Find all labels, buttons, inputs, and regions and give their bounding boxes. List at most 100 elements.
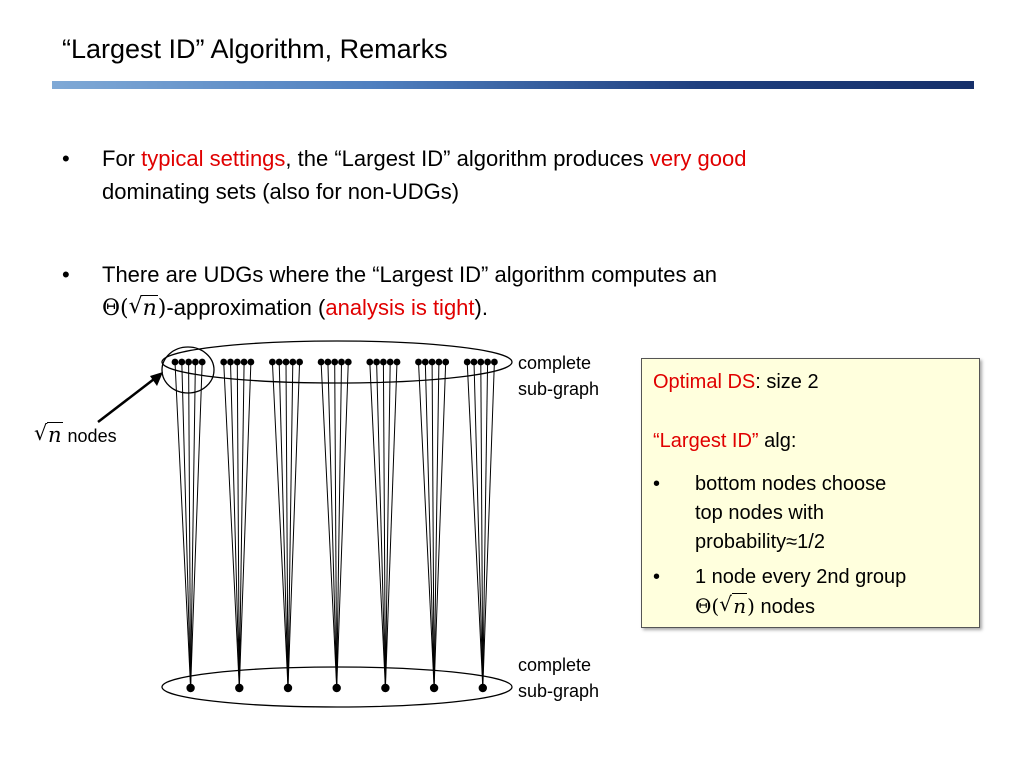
top-node [380,358,387,366]
edge [482,361,495,689]
edge [418,361,435,689]
bullet-text: For [102,146,142,171]
bottom-node [429,683,439,693]
bullet-text: There are UDGs where the “Largest ID” al… [102,262,718,287]
bullet-text: ). [474,295,488,320]
theta-sqrt-n-formula: Θ(√n) [102,294,167,321]
edge [190,361,203,689]
edge [334,361,338,689]
top-node [192,358,199,366]
title-rule [52,81,974,89]
bullet-emphasis: analysis is tight [325,295,475,320]
edge [230,361,240,689]
top-node [198,358,206,366]
edge [327,361,338,689]
edge [473,361,484,689]
info-item-every-2nd-group: • 1 node every 2nd group Θ(√n) nodes [653,566,907,618]
top-node [171,358,179,366]
top-node [470,358,478,366]
bullet-udg-approximation: • There are UDGs where the “Largest ID” … [62,258,718,325]
edge [382,361,386,689]
pointer-arrow-line [97,375,159,423]
bullet-text: dominating sets (also for non-UDGs) [102,179,460,204]
top-node [415,358,422,366]
largest-id-line: “Largest ID” alg: [653,430,797,452]
edge [376,361,386,689]
top-node [227,358,234,366]
top-node [233,358,241,366]
top-node [428,358,436,366]
edge [278,361,289,689]
top-node [296,358,303,366]
bullet-marker: • [62,146,70,171]
top-node [421,358,429,366]
bottom-node [283,683,293,693]
top-node [338,358,345,366]
edge-group [174,361,495,689]
edge [336,361,349,689]
group-highlight-circle [161,346,215,394]
edge [287,361,294,689]
top-node [240,358,248,366]
edge [424,361,435,689]
edge [466,361,484,689]
top-node [477,358,485,366]
top-node [324,358,332,366]
edge [431,361,435,689]
sqrt-n-nodes-label: √n nodes [34,421,117,447]
edge [181,361,192,689]
optimal-ds-line: Optimal DS: size 2 [653,371,819,393]
slide-title: “Largest ID” Algorithm, Remarks [62,34,448,64]
edge [238,361,245,689]
bottom-node [332,683,341,693]
top-node [393,358,401,366]
top-subgraph-ellipse [161,340,513,384]
top-node [463,358,471,366]
top-node [484,358,491,366]
bullet-marker: • [62,262,70,287]
edge [320,361,338,689]
top-node [435,358,443,366]
node-group [171,358,498,693]
bottom-subgraph-ellipse [161,666,513,708]
edge [384,361,398,689]
top-node [491,358,498,366]
top-node [331,358,339,366]
top-node [282,358,290,366]
top-node [344,358,352,366]
top-node [366,358,374,366]
bullet-text: , the “Largest ID” algorithm produces [285,146,650,171]
info-box: Optimal DS: size 2 “Largest ID” alg: • b… [641,358,980,628]
edge [190,361,196,689]
top-node [386,358,394,366]
bullet-typical-settings: • For typical settings, the “Largest ID”… [62,142,747,208]
top-node [247,358,255,366]
top-node [185,358,193,366]
top-node [317,358,325,366]
bullet-emphasis: very good [649,146,747,171]
edge [482,361,489,689]
edge [223,361,240,689]
bullet-emphasis: typical settings [141,146,286,171]
edge [174,361,192,689]
top-node [178,358,186,366]
edge [287,361,301,689]
top-node [220,358,228,366]
edge [480,361,484,689]
bottom-node [186,683,195,693]
edge [384,361,391,689]
info-item-bottom-nodes: • bottom nodes choose top nodes with pro… [653,473,887,553]
edge [433,361,447,689]
edge [236,361,240,689]
top-node [289,358,297,366]
bottom-node [235,683,244,693]
edge [285,361,289,689]
bullet-text: -approximation ( [166,295,326,320]
top-node [269,358,276,366]
edge [238,361,252,689]
edge [369,361,386,689]
top-node [442,358,450,366]
